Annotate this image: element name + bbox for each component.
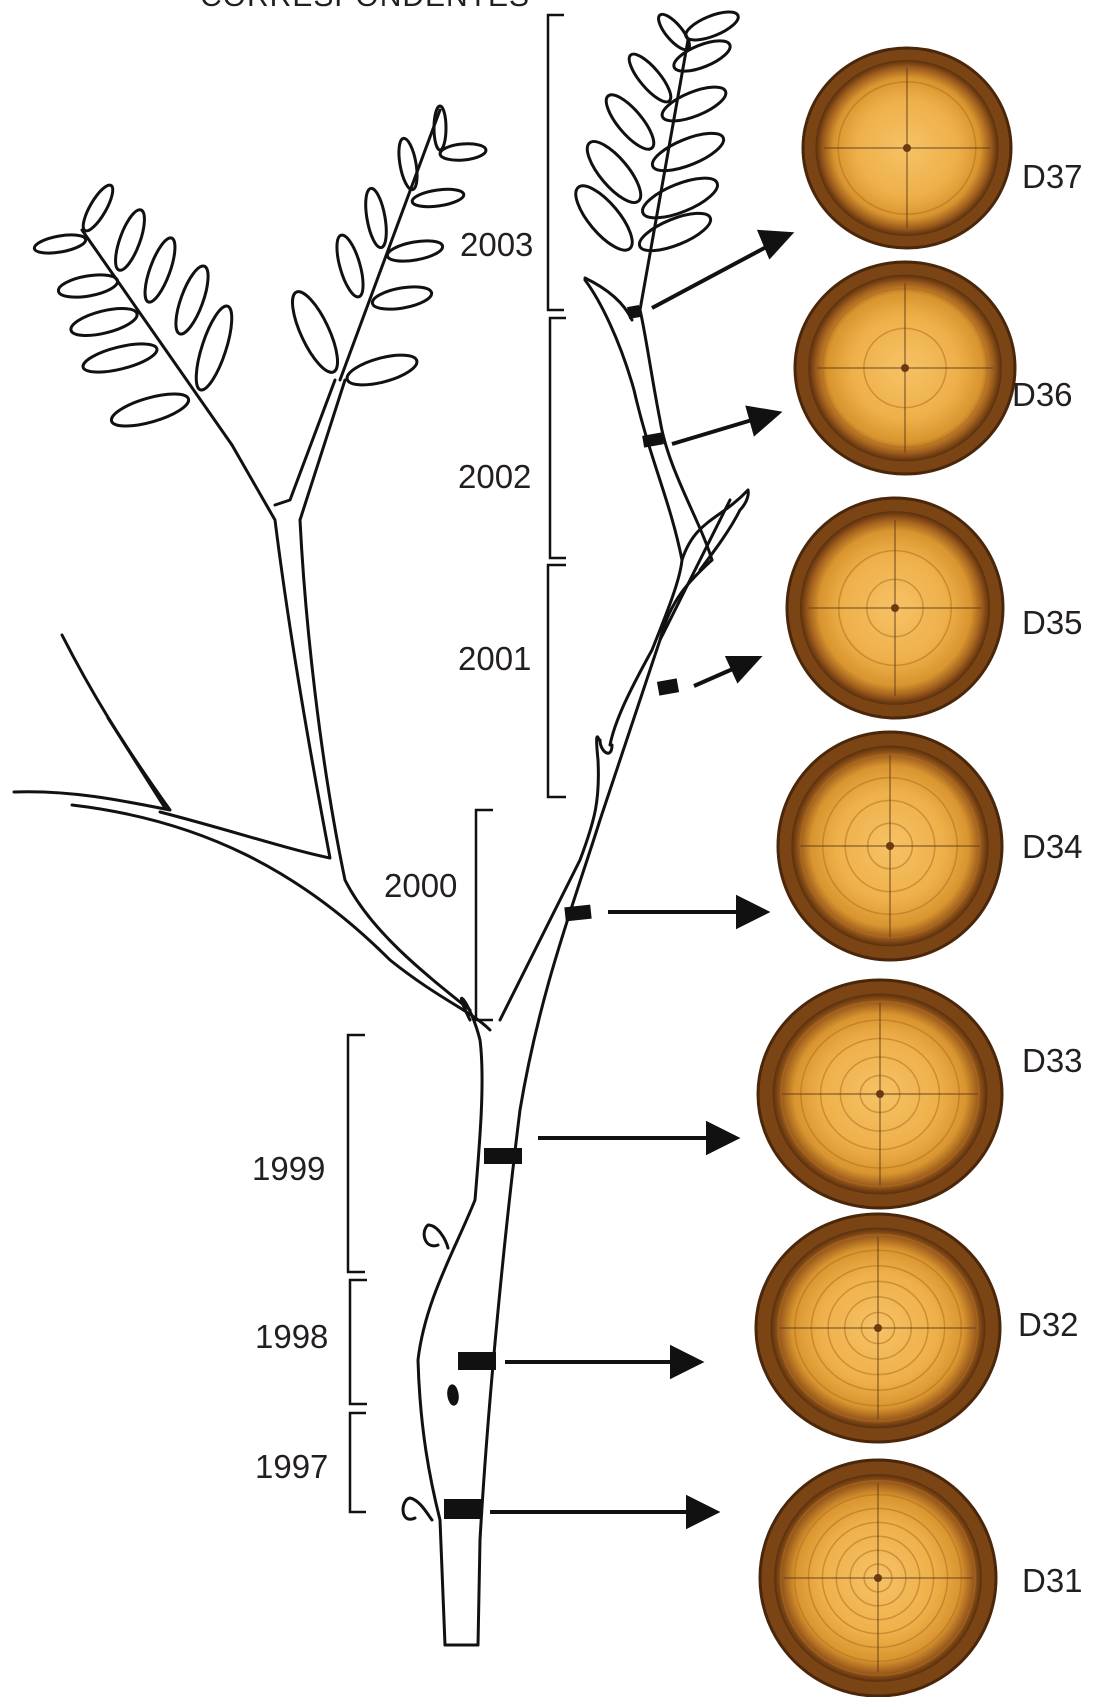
year-label-2003: 2003 [460, 226, 533, 263]
arrow-d36 [672, 420, 752, 444]
year-labels: 2003 2002 2001 2000 1999 1998 1997 [252, 226, 533, 1485]
bracket-2003 [548, 15, 564, 310]
main-shoot [403, 6, 748, 1645]
sample-label-d32: D32 [1018, 1306, 1079, 1343]
disc-d32 [756, 1214, 1000, 1442]
cut-mark-d32 [458, 1352, 496, 1370]
top-leaves [567, 6, 742, 258]
arrow-d35 [694, 668, 735, 686]
left-rachis-a [82, 230, 232, 445]
top-caption: CORRESPONDENTES [200, 0, 530, 13]
sample-label-d37: D37 [1022, 158, 1083, 195]
left-fork-2 [300, 380, 345, 520]
left-stem-outline-2 [72, 805, 490, 1030]
top-stem-left [585, 278, 632, 320]
disc-d36 [795, 262, 1015, 474]
left-thin-twig [14, 635, 170, 810]
disc-d37 [803, 48, 1011, 248]
left-rachis-b [340, 110, 440, 380]
stub-1997 [403, 1498, 432, 1520]
wood-cross-sections [756, 48, 1015, 1696]
disc-pith [874, 1574, 882, 1582]
year-label-2001: 2001 [458, 640, 531, 677]
cut-mark-d33 [484, 1148, 522, 1164]
bracket-1997 [350, 1413, 366, 1512]
arrow-d37 [652, 245, 770, 308]
year-label-1999: 1999 [252, 1150, 325, 1187]
stem-upper-left-2 [610, 560, 682, 745]
bracket-1998 [350, 1280, 367, 1404]
sample-label-d36: D36 [1012, 376, 1073, 413]
disc-d34 [778, 732, 1002, 960]
disc-pith [891, 604, 899, 612]
disc-d31 [760, 1460, 996, 1696]
sample-label-d31: D31 [1022, 1562, 1083, 1599]
disc-pith [874, 1324, 882, 1332]
bracket-2001 [548, 565, 566, 797]
left-leaves-b [284, 106, 487, 391]
cut-mark-d37 [627, 305, 641, 319]
sample-label-d35: D35 [1022, 604, 1083, 641]
stem-2002-left [585, 280, 682, 560]
bracket-2002 [550, 318, 566, 558]
disc-pith [876, 1090, 884, 1098]
cut-mark-d31 [444, 1499, 482, 1519]
year-label-1998: 1998 [255, 1318, 328, 1355]
year-label-2002: 2002 [458, 458, 531, 495]
cut-mark-d34 [564, 905, 591, 922]
bracket-2000 [476, 810, 493, 1020]
stub-1999 [424, 1225, 448, 1248]
left-thin-twig-2 [108, 718, 165, 808]
disc-pith [903, 144, 911, 152]
disc-pith [886, 842, 894, 850]
sample-label-d33: D33 [1022, 1042, 1083, 1079]
arrows [490, 232, 790, 1526]
year-label-2000: 2000 [384, 867, 457, 904]
bracket-1999 [348, 1035, 365, 1272]
sample-labels: D37 D36 D35 D34 D33 D32 D31 [1012, 158, 1083, 1599]
cut-mark-d35 [657, 678, 679, 695]
branch-2002-inner [660, 560, 712, 640]
bud-1998 [449, 1386, 458, 1404]
trunk-left-edge [418, 998, 482, 1645]
year-label-1997: 1997 [255, 1448, 328, 1485]
disc-d35 [787, 498, 1003, 718]
left-stem-outline-3 [300, 520, 470, 1010]
disc-pith [901, 364, 909, 372]
disc-d33 [758, 980, 1002, 1208]
sample-label-d34: D34 [1022, 828, 1083, 865]
